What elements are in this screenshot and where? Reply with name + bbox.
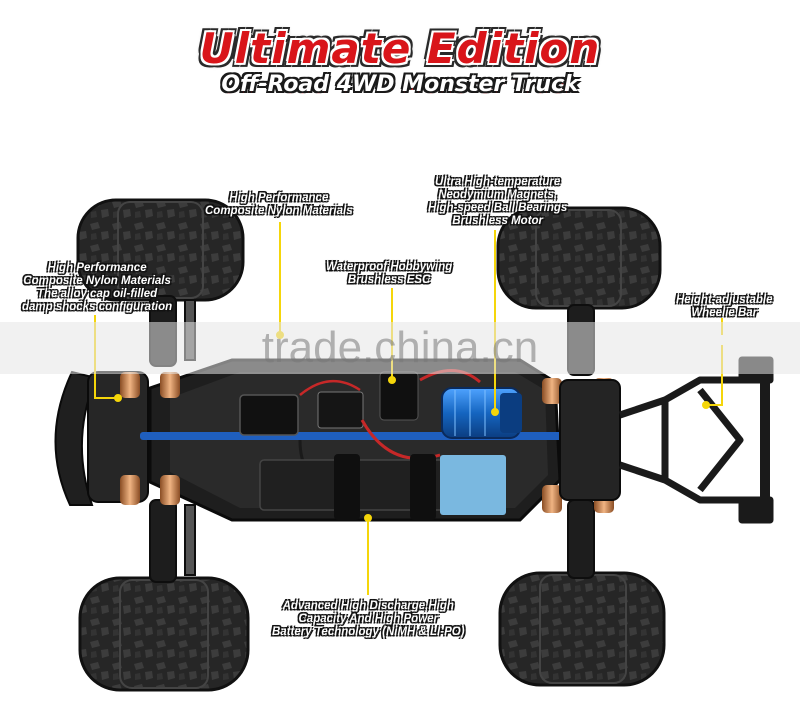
brushless-motor (441, 387, 522, 439)
callout-front-shocks: High Performance Composite Nylon Materia… (22, 262, 173, 313)
battery-pack (259, 454, 506, 520)
watermark-band (0, 322, 800, 374)
steering-servo (239, 394, 299, 436)
watermark-text: trade.china.cn (261, 323, 539, 372)
wheelie-bar (618, 356, 774, 524)
tire-rear-bottom (498, 571, 666, 687)
front-shocks (120, 372, 180, 505)
callout-body-material: High Performance Composite Nylon Materia… (205, 192, 353, 217)
callout-motor: Ultra High-temperature Neodymium Magnets… (428, 176, 568, 227)
tire-front-bottom (78, 576, 250, 692)
callout-wheelie-bar: Height-adjustable Wheelie Bar (676, 294, 773, 319)
callout-battery: Advanced High Discharge,High Capacity An… (272, 600, 465, 638)
esc-unit (379, 371, 419, 421)
rear-bulkhead (559, 379, 621, 501)
page-subtitle: Off-Road 4WD Monster Truck (221, 72, 579, 97)
page-title: Ultimate Edition (199, 24, 601, 73)
receiver (317, 391, 364, 429)
front-bumper (54, 370, 98, 506)
tire-rear-top (496, 206, 662, 310)
callout-esc: Waterproof Hobbywing Brushless ESC (326, 261, 453, 286)
